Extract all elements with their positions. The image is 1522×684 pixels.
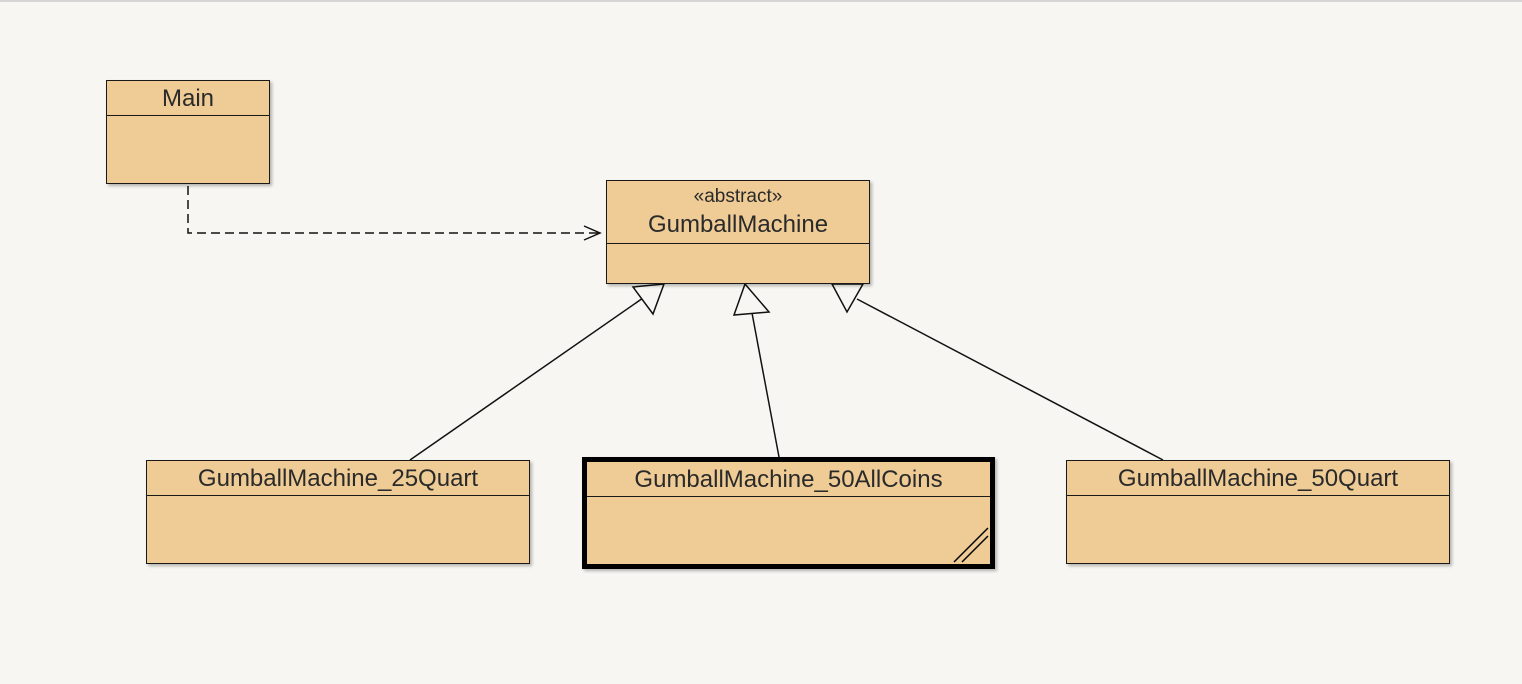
class-main-header: Main xyxy=(107,81,269,116)
class-gumballmachine-stereotype: «abstract» xyxy=(693,186,783,207)
class-gumballmachine-body xyxy=(607,244,869,282)
class-gumballmachine-50allcoins[interactable]: GumballMachine_50AllCoins xyxy=(582,457,995,569)
class-gumballmachine-25quart-body xyxy=(147,496,529,562)
class-gumballmachine-name: GumballMachine xyxy=(647,211,829,238)
resize-handle-icon[interactable] xyxy=(952,526,990,564)
class-main-name: Main xyxy=(161,85,215,112)
class-gumballmachine-50allcoins-name: GumballMachine_50AllCoins xyxy=(634,466,943,493)
class-gumballmachine-50quart-header: GumballMachine_50Quart xyxy=(1067,461,1449,496)
inheritance-arrow-25quart[interactable] xyxy=(409,283,666,461)
inheritance-arrow-50quart[interactable] xyxy=(830,283,1164,461)
class-gumballmachine-50quart[interactable]: GumballMachine_50Quart xyxy=(1066,460,1450,564)
class-gumballmachine-25quart[interactable]: GumballMachine_25Quart xyxy=(146,460,530,564)
canvas-top-border xyxy=(0,0,1522,2)
inheritance-arrow-50allcoins[interactable] xyxy=(732,282,780,458)
class-gumballmachine-50allcoins-body xyxy=(587,497,990,564)
dependency-arrow-main-to-gumballmachine[interactable] xyxy=(187,186,602,241)
class-gumballmachine-50allcoins-header: GumballMachine_50AllCoins xyxy=(587,462,990,497)
class-gumballmachine-50quart-body xyxy=(1067,496,1449,562)
class-gumballmachine-header: «abstract» GumballMachine xyxy=(607,181,869,244)
class-main[interactable]: Main xyxy=(106,80,270,184)
class-gumballmachine[interactable]: «abstract» GumballMachine xyxy=(606,180,870,284)
class-main-body xyxy=(107,116,269,182)
class-gumballmachine-50quart-name: GumballMachine_50Quart xyxy=(1117,465,1399,492)
class-gumballmachine-25quart-name: GumballMachine_25Quart xyxy=(197,465,479,492)
class-gumballmachine-25quart-header: GumballMachine_25Quart xyxy=(147,461,529,496)
